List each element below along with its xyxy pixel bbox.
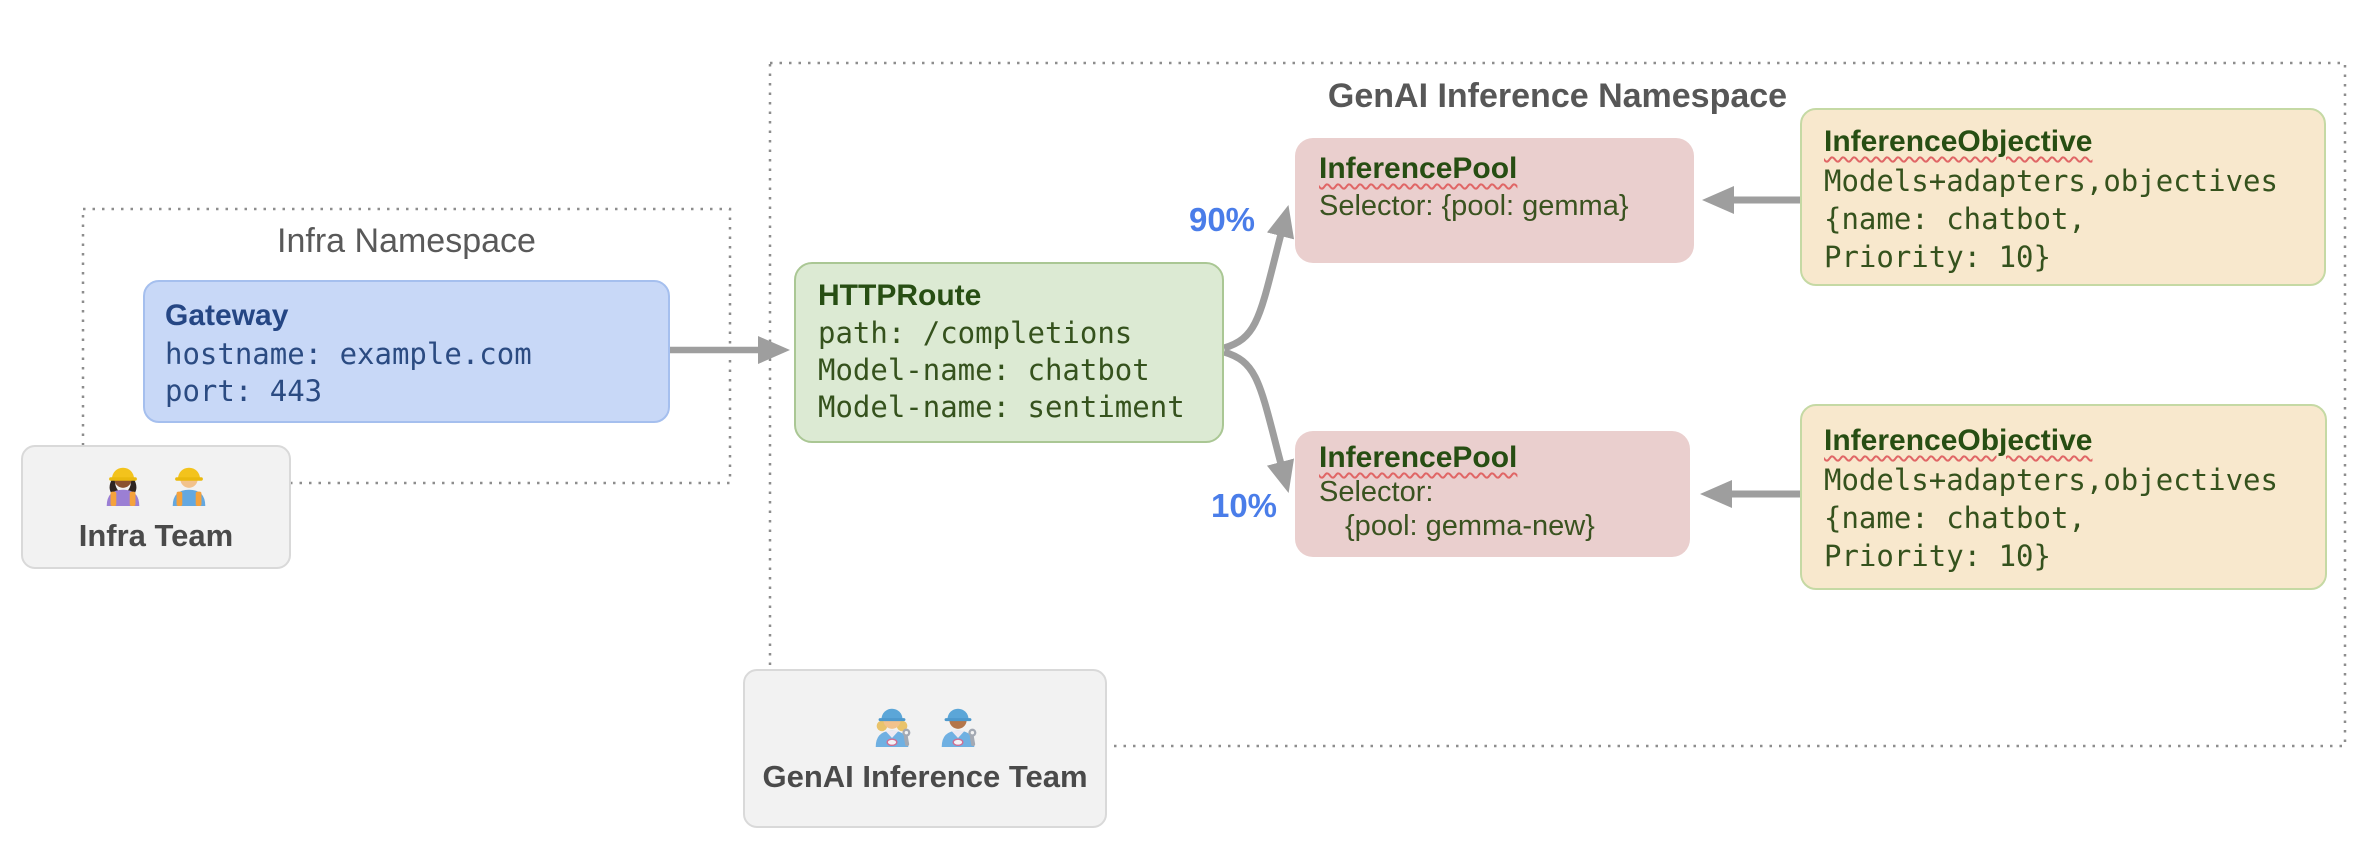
infra-namespace-title: Infra Namespace [277, 222, 536, 260]
objective-top-models-line: Models+adapters,objectives [1824, 164, 2278, 198]
gateway-title: Gateway [165, 299, 289, 332]
httproute-model-sentiment-line: Model-name: sentiment [818, 390, 1185, 424]
inference-pool-bottom-selector-line: Selector: [1319, 476, 1434, 508]
man-mechanic-icon [935, 702, 981, 753]
genai-team-label: GenAI Inference Team [762, 759, 1088, 794]
traffic-split-90-label: 90% [1188, 201, 1256, 238]
edge-httproute-to-pool-bottom [1222, 348, 1295, 494]
infra-namespace-border [81, 207, 732, 485]
objective-bottom-models-line: Models+adapters,objectives [1824, 463, 2278, 497]
httproute-title: HTTPRoute [818, 279, 982, 312]
gateway-node: Gateway hostname: example.com port: 443 [143, 280, 670, 423]
httproute-path-line: path: /completions [818, 316, 1133, 350]
inference-pool-bottom-pool-line: {pool: gemma-new} [1345, 510, 1595, 542]
inference-objective-bottom-node: InferenceObjective Models+adapters,objec… [1800, 404, 2327, 590]
httproute-model-chatbot-line: Model-name: chatbot [818, 353, 1150, 387]
objective-bottom-name-line: {name: chatbot, [1824, 501, 2086, 535]
objective-bottom-priority-line: Priority: 10} [1824, 539, 2051, 573]
infra-team-icons [100, 461, 212, 512]
genai-namespace-title: GenAI Inference Namespace [1327, 77, 1788, 115]
traffic-split-10-label: 10% [1210, 487, 1278, 524]
gateway-port-line: port: 443 [165, 374, 323, 408]
inference-objective-bottom-title: InferenceObjective [1824, 424, 2093, 457]
inference-objective-top-node: InferenceObjective Models+adapters,objec… [1800, 108, 2326, 286]
man-construction-worker-icon [166, 461, 212, 512]
edge-httproute-to-pool-top [1222, 204, 1295, 352]
infra-team-card: Infra Team [21, 445, 291, 569]
objective-top-name-line: {name: chatbot, [1824, 202, 2086, 236]
inference-pool-top-selector-line: Selector: {pool: gemma} [1319, 190, 1629, 222]
inference-objective-top-title: InferenceObjective [1824, 125, 2093, 158]
inference-pool-bottom-title: InferencePool [1319, 441, 1518, 474]
objective-top-priority-line: Priority: 10} [1824, 240, 2051, 274]
inference-pool-top-node: InferencePool Selector: {pool: gemma} [1295, 138, 1694, 263]
inference-pool-bottom-node: InferencePool Selector: {pool: gemma-new… [1295, 431, 1690, 557]
inference-pool-top-title: InferencePool [1319, 152, 1518, 185]
woman-construction-worker-icon [100, 461, 146, 512]
httproute-node: HTTPRoute path: /completions Model-name:… [794, 262, 1224, 443]
woman-mechanic-icon [869, 702, 915, 753]
gateway-hostname-line: hostname: example.com [165, 337, 532, 371]
infra-team-label: Infra Team [78, 517, 234, 553]
genai-team-icons [869, 702, 981, 753]
genai-team-card: GenAI Inference Team [743, 669, 1107, 828]
